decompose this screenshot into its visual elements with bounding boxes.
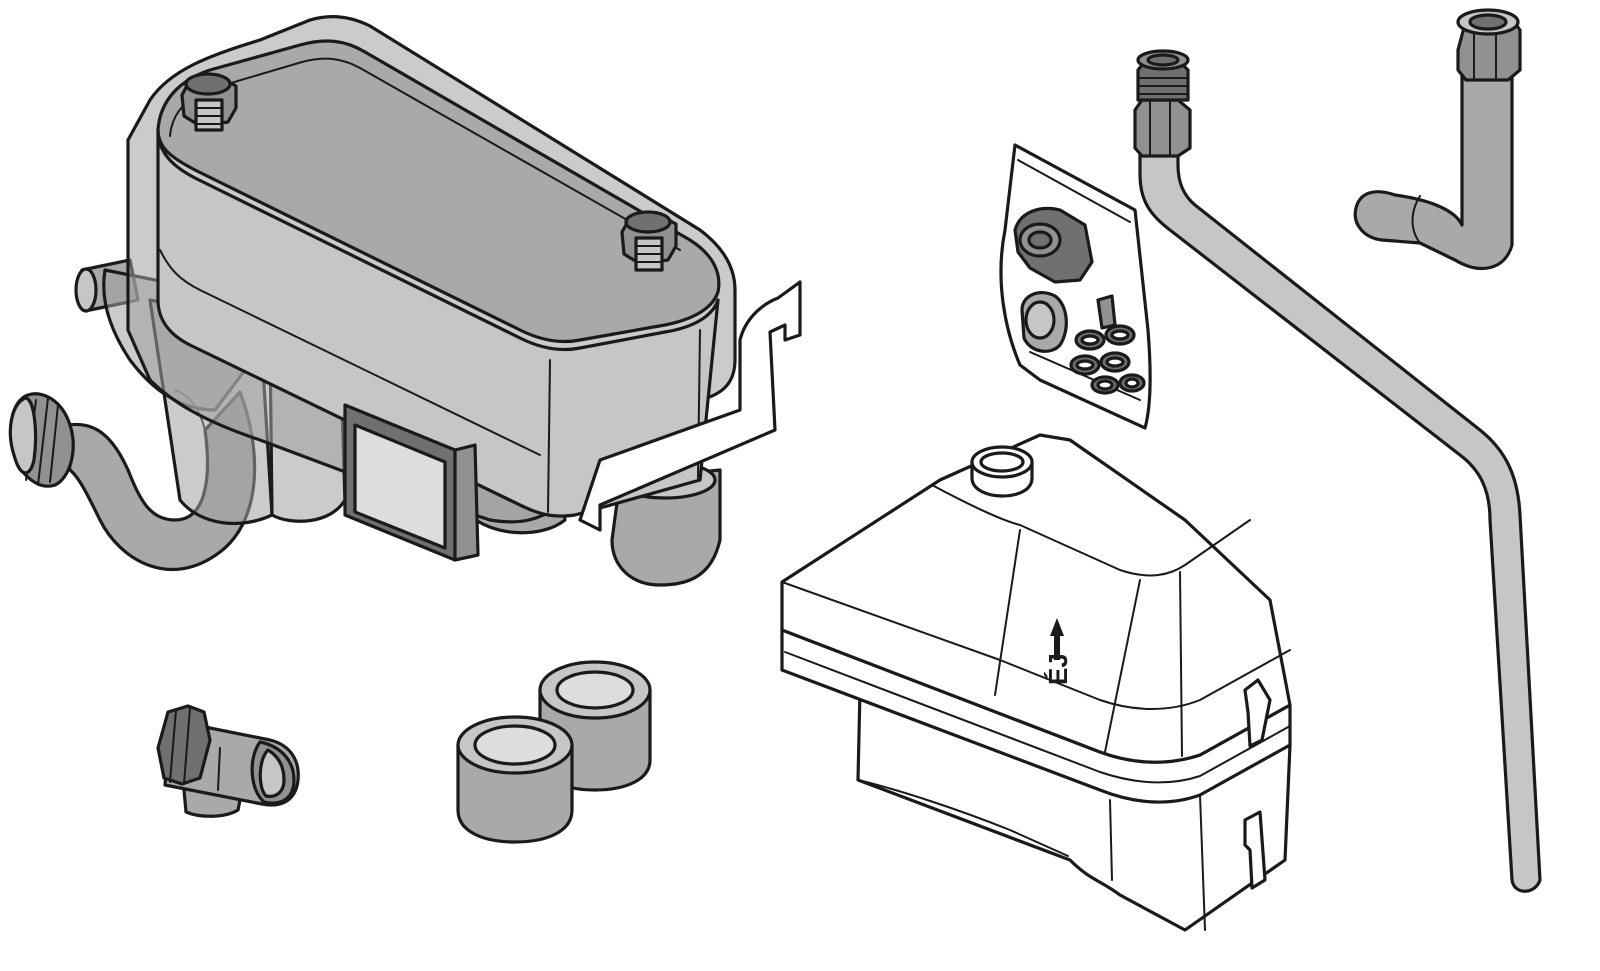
front-label-plate: [343, 403, 480, 562]
reservoir-tank: ÉJ: [780, 433, 1292, 932]
long-bent-pipe: [1133, 49, 1542, 893]
mounting-bracket: [578, 280, 802, 532]
top-bolt-right: [620, 210, 678, 272]
top-bolt-left: [180, 72, 238, 132]
up-arrow-icon: [1050, 618, 1064, 660]
sleeve-coupling-rear: [538, 660, 652, 792]
reservoir-marking-text: ÉJ: [1043, 653, 1073, 685]
sleeve-coupling-front: [456, 715, 574, 844]
seal-kit-bag: [999, 143, 1152, 430]
plate-heat-exchanger-assembly: [8, 15, 802, 587]
ball-valve: [156, 704, 300, 818]
short-elbow-pipe: [1353, 8, 1522, 270]
